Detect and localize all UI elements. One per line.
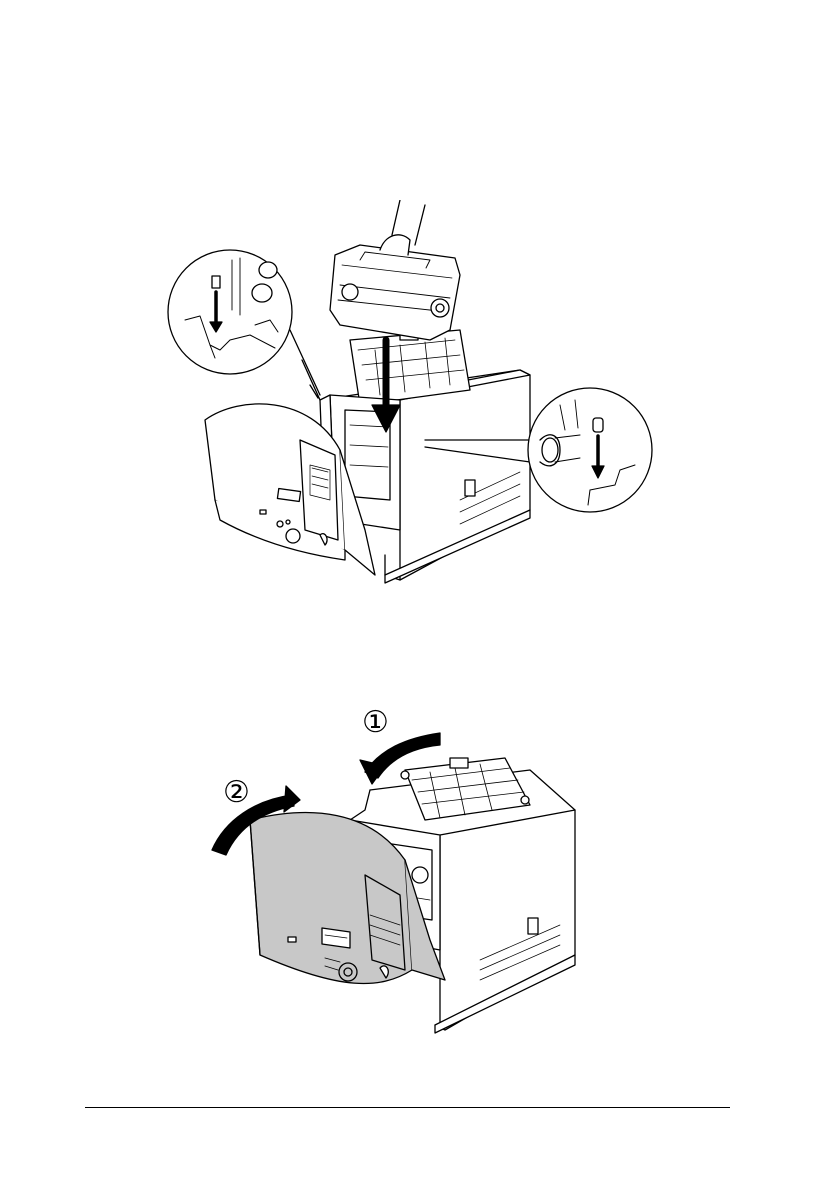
step-number-2: ② [223,778,250,808]
step-number-1: ① [362,708,389,738]
footer-rule [85,1107,730,1108]
drum-installation-illustration [160,200,660,590]
close-covers-illustration [200,700,590,1035]
drum-cartridge [330,200,460,340]
left-inset [168,250,320,400]
